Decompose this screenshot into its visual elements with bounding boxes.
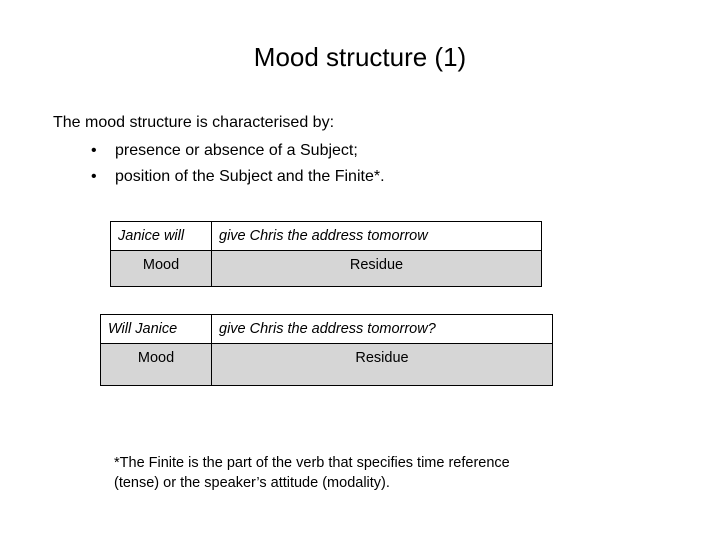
cell-residue-label: Residue (211, 250, 542, 287)
footnote: *The Finite is the part of the verb that… (114, 453, 654, 493)
cell-mood-label: Mood (100, 343, 212, 386)
list-item-label: presence or absence of a Subject; (115, 142, 358, 159)
cell-mood-clause: Janice will (110, 221, 212, 251)
cell-residue-clause-text: give Chris the address tomorrow (219, 228, 428, 244)
cell-mood-label-text: Mood (137, 350, 175, 366)
table-row: Janice will give Chris the address tomor… (110, 221, 542, 251)
cell-residue-clause: give Chris the address tomorrow? (211, 314, 553, 344)
cell-residue-label: Residue (211, 343, 553, 386)
cell-mood-label: Mood (110, 250, 212, 287)
cell-residue-label-text: Residue (355, 350, 409, 366)
cell-residue-clause-text: give Chris the address tomorrow? (219, 321, 436, 337)
body-content: The mood structure is characterised by: … (53, 112, 653, 190)
cell-residue-clause: give Chris the address tomorrow (211, 221, 542, 251)
list-item: • presence or absence of a Subject; (53, 138, 653, 164)
bullet-dot-icon: • (91, 142, 97, 159)
table-row: Will Janice give Chris the address tomor… (100, 314, 553, 344)
list-item-label: position of the Subject and the Finite*. (115, 168, 385, 185)
table-row: Mood Residue (100, 343, 553, 386)
cell-mood-label-text: Mood (142, 257, 180, 273)
cell-mood-clause-text: Janice will (118, 228, 185, 244)
footnote-line-1: *The Finite is the part of the verb that… (114, 455, 510, 471)
bullet-list: • presence or absence of a Subject; • po… (53, 138, 653, 190)
mood-structure-table-declarative: Janice will give Chris the address tomor… (110, 221, 542, 287)
table-row: Mood Residue (110, 250, 542, 287)
cell-mood-clause-text: Will Janice (108, 321, 178, 337)
list-item: • position of the Subject and the Finite… (53, 164, 653, 190)
cell-residue-label-text: Residue (349, 257, 404, 273)
page-title: Mood structure (1) (253, 42, 467, 72)
lead-paragraph: The mood structure is characterised by: (53, 114, 335, 131)
bullet-dot-icon: • (91, 168, 97, 185)
footnote-line-2: (tense) or the speaker’s attitude (modal… (114, 475, 390, 491)
mood-structure-table-interrogative: Will Janice give Chris the address tomor… (100, 314, 553, 386)
cell-mood-clause: Will Janice (100, 314, 212, 344)
